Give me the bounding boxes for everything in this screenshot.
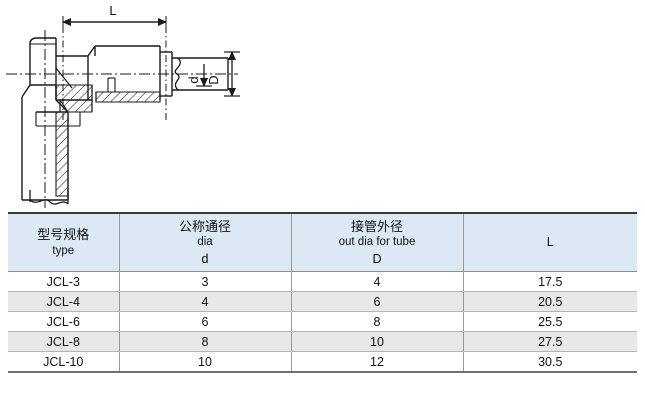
specification-table: 型号规格 type 公称通径 dia d 接管外径 out dia for tu… [8, 212, 637, 373]
dimension-L-label: L [109, 3, 116, 18]
table-cell-d: 10 [118, 351, 291, 373]
column-header-type: 型号规格 type [8, 212, 119, 272]
table-cell-L: 20.5 [462, 291, 637, 312]
section-hatching [55, 84, 161, 197]
table-cell-type: JCL-4 [8, 291, 119, 312]
table-header: 型号规格 type 公称通径 dia d 接管外径 out dia for tu… [8, 212, 637, 272]
dimension-D: D [206, 51, 240, 97]
hatch-outline-detail [59, 85, 97, 112]
elbow-fitting-drawing: L [6, 3, 240, 208]
column-header-outer-dia-cn: 接管外径 [350, 218, 403, 234]
table-cell-d: 6 [118, 311, 291, 332]
table-cell-L: 25.5 [462, 311, 637, 332]
table-cell-type: JCL-3 [8, 271, 119, 292]
column-header-type-cn: 型号规格 [37, 226, 90, 242]
column-header-d-cn: 公称通径 [178, 218, 231, 234]
dimension-d-label: d [186, 76, 201, 83]
table-cell-D: 4 [290, 271, 463, 292]
header-row: 型号规格 type 公称通径 dia d 接管外径 out dia for tu… [8, 212, 637, 272]
table-cell-d: 8 [118, 331, 291, 352]
column-header-outer-dia-en: out dia for tube [338, 236, 416, 249]
column-header-outer-dia: 接管外径 out dia for tube D [290, 212, 463, 272]
table-cell-type: JCL-6 [8, 311, 119, 332]
technical-drawing: L [6, 3, 240, 208]
specification-table-container: 型号规格 type 公称通径 dia d 接管外径 out dia for tu… [8, 212, 637, 373]
column-header-d-sym: d [201, 251, 209, 266]
table-cell-L: 27.5 [462, 331, 637, 352]
table-cell-D: 8 [290, 311, 463, 332]
table-cell-L: 30.5 [462, 351, 637, 373]
column-header-outer-dia-sym: D [372, 251, 382, 266]
table-cell-d: 4 [118, 291, 291, 312]
table-cell-type: JCL-10 [8, 351, 119, 373]
dimension-L: L [62, 3, 167, 30]
diagonal-leader [55, 67, 73, 89]
table-cell-L: 17.5 [462, 271, 637, 292]
column-header-type-en: type [52, 244, 75, 257]
table-cell-d: 3 [118, 271, 291, 292]
centerlines [6, 30, 238, 208]
column-header-d: 公称通径 dia d [118, 212, 291, 272]
table-cell-D: 12 [290, 351, 463, 373]
column-header-length-sym: L [546, 235, 554, 250]
table-cell-type: JCL-8 [8, 331, 119, 352]
column-header-length: L [462, 212, 637, 272]
internal-detail-lines [30, 43, 116, 127]
bottom-port-break [29, 190, 69, 205]
dimension-d: d [186, 64, 212, 87]
column-header-d-en: dia [197, 236, 213, 249]
table-cell-D: 6 [290, 291, 463, 312]
dimension-D-label: D [206, 75, 221, 84]
table-cell-D: 10 [290, 331, 463, 352]
